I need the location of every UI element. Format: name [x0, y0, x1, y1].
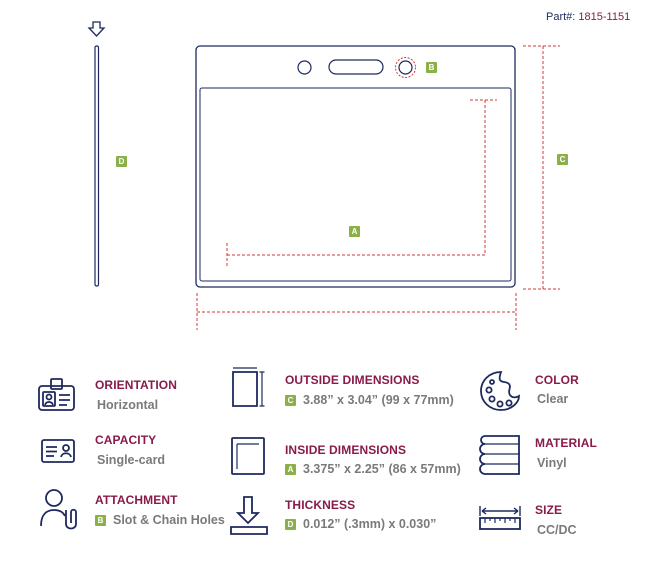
- outside-dimensions-value: C 3.88” x 3.04” (99 x 77mm): [285, 393, 454, 407]
- badge-holder-diagram: [87, 21, 560, 330]
- outer-outline: [195, 45, 516, 288]
- color-value: Clear: [537, 392, 569, 406]
- material-value: Vinyl: [537, 456, 567, 470]
- down-arrow-icon: [87, 21, 106, 37]
- badge-c: C: [557, 154, 568, 165]
- palette-icon: [480, 371, 520, 411]
- side-profile: [94, 45, 100, 287]
- outside-dimensions-badge: C: [285, 395, 296, 406]
- inside-dimensions-icon: [231, 437, 265, 475]
- badge-a: A: [349, 226, 360, 237]
- chain-hole-highlight: [395, 57, 416, 78]
- dimension-lines: [196, 45, 560, 330]
- orientation-title: ORIENTATION: [95, 378, 177, 392]
- thickness-title: THICKNESS: [285, 498, 356, 512]
- orientation-value: Horizontal: [97, 398, 159, 412]
- outside-dimensions-title: OUTSIDE DIMENSIONS: [285, 373, 420, 387]
- chain-hole-right: [398, 60, 413, 75]
- part-number-value: 1815-1151: [578, 11, 631, 23]
- part-label: Part#:: [546, 11, 576, 23]
- vinyl-roll-icon: [479, 435, 520, 475]
- id-card-icon: [41, 439, 75, 463]
- material-title: MATERIAL: [535, 436, 597, 450]
- person-clip-icon: [40, 489, 77, 530]
- ruler-icon: [479, 506, 521, 530]
- outside-dimensions-text: 3.88” x 3.04” (99 x 77mm): [303, 393, 454, 407]
- attachment-text: Slot & Chain Holes: [113, 513, 225, 527]
- size-value: CC/DC: [537, 523, 577, 537]
- inside-dimensions-text: 3.375” x 2.25” (86 x 57mm): [303, 462, 461, 476]
- outside-dimensions-icon: [232, 367, 265, 407]
- size-title: SIZE: [535, 503, 563, 517]
- id-badge-icon: [38, 378, 75, 411]
- inner-pocket: [199, 87, 512, 282]
- attachment-badge: B: [95, 515, 106, 526]
- attachment-value: B Slot & Chain Holes: [95, 513, 225, 527]
- inside-dimensions-badge: A: [285, 464, 296, 475]
- inside-dimensions-title: INSIDE DIMENSIONS: [285, 443, 407, 457]
- inside-dimensions-value: A 3.375” x 2.25” (86 x 57mm): [285, 462, 461, 476]
- thickness-value: D 0.012” (.3mm) x 0.030”: [285, 517, 436, 531]
- slot-hole: [328, 59, 384, 75]
- badge-b: B: [426, 62, 437, 73]
- thickness-badge: D: [285, 519, 296, 530]
- chain-hole-left: [297, 60, 312, 75]
- part-number: Part#: 1815-1151: [546, 11, 630, 23]
- badge-d: D: [116, 156, 127, 167]
- thickness-text: 0.012” (.3mm) x 0.030”: [303, 517, 437, 531]
- front-view: [195, 45, 516, 288]
- capacity-title: CAPACITY: [95, 433, 157, 447]
- capacity-value: Single-card: [97, 453, 166, 467]
- side-view: [87, 21, 106, 287]
- thickness-icon: [230, 496, 268, 535]
- attachment-title: ATTACHMENT: [95, 493, 178, 507]
- color-title: COLOR: [535, 373, 579, 387]
